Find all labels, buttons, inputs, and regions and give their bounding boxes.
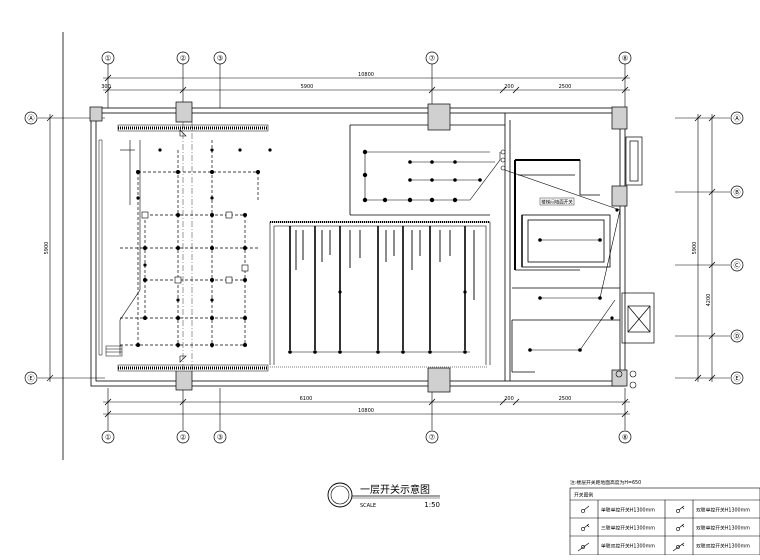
column-marker — [615, 370, 623, 378]
right-zone-fixtures — [528, 208, 619, 352]
column-marker — [629, 370, 637, 378]
legend-switch-icons — [577, 505, 685, 552]
double-switch-icon — [681, 524, 685, 528]
axis-label-bottom-3: ③ — [217, 434, 223, 442]
column-marker — [629, 381, 637, 389]
top-axis-ticks — [104, 74, 629, 94]
stair-up-arrow — [179, 129, 187, 137]
axis-label-bottom-1: ① — [105, 434, 111, 442]
double-two-way-switch-icon — [676, 545, 680, 549]
dim-top-a: 5900 — [301, 84, 314, 90]
right-axis-bubbles: Ⓐ Ⓑ Ⓒ Ⓓ Ⓔ — [730, 111, 744, 385]
dim-top-left: 300 — [101, 84, 111, 90]
dim-bottom-c: 2500 — [559, 396, 572, 402]
right-zone-note: 楼梯间墙面开关 — [539, 197, 575, 206]
axis-label-top-2: ② — [180, 55, 186, 63]
single-switch-icon — [583, 505, 590, 511]
upper-room-circuit — [364, 151, 501, 201]
dim-right-b: 4200 — [706, 294, 712, 307]
left-hall-boxes — [141, 211, 249, 284]
room-note-label: 楼梯间墙面开关 — [541, 199, 573, 206]
double-switch-icon — [676, 509, 680, 513]
legend-note: 注:楼层开关距地面高度为H=650 — [570, 479, 641, 486]
right-zone-walls — [515, 159, 611, 271]
axis-label-left-e: Ⓔ — [28, 375, 35, 383]
dim-bottom-b: 200 — [504, 396, 514, 402]
axis-label-top-1: ① — [105, 55, 111, 63]
single-switch-icon — [581, 509, 585, 513]
axis-label-right-a: Ⓐ — [734, 115, 741, 123]
axis-label-bottom-8: ⑧ — [622, 434, 628, 442]
triple-switch-icon — [583, 523, 590, 529]
dim-top-total: 10800 — [358, 72, 374, 78]
axis-label-right-b: Ⓑ — [734, 189, 741, 197]
exterior-unit-elevator — [621, 292, 655, 344]
double-switch-icon — [681, 506, 685, 510]
axis-label-right-e: Ⓔ — [734, 375, 741, 383]
legend-row-3-left: 单联双控开关H1300mm — [601, 543, 655, 550]
dim-top-c: 2500 — [559, 84, 572, 90]
entrance-stair — [105, 345, 123, 357]
axis-label-left-a: Ⓐ — [28, 115, 35, 123]
centerline — [182, 122, 193, 372]
upper-room-spots — [362, 149, 482, 203]
two-way-switch-icon — [577, 542, 590, 552]
scale-label: SCALE — [360, 503, 376, 509]
building-walls — [90, 107, 626, 387]
store-fixtures — [288, 290, 467, 354]
axis-label-top-8: ⑧ — [622, 55, 628, 63]
axis-label-bottom-2: ② — [180, 434, 186, 442]
upper-room-switches — [500, 149, 506, 171]
bottom-axis-ticks — [104, 398, 629, 418]
dim-bottom-a: 6100 — [300, 396, 313, 402]
axis-label-top-3: ③ — [217, 55, 223, 63]
dim-bottom-total: 10800 — [358, 408, 374, 414]
double-switch-icon — [678, 505, 685, 511]
left-hall-wiring — [119, 140, 141, 355]
axis-label-bottom-7: ⑦ — [429, 434, 435, 442]
structural-columns — [89, 101, 628, 393]
left-window — [98, 139, 103, 356]
two-way-switch-icon — [581, 545, 585, 549]
top-axis-bubbles: ① ② ③ ⑦ ⑧ — [101, 51, 632, 65]
axis-label-right-c: Ⓒ — [734, 262, 741, 270]
bottom-axis-bubbles: ① ② ③ ⑦ ⑧ — [101, 430, 632, 444]
dim-top-b: 200 — [504, 84, 514, 90]
triple-switch-icon — [586, 524, 590, 528]
top-axis — [103, 64, 630, 108]
scale-value: 1:50 — [424, 501, 440, 509]
store-shelves — [289, 226, 466, 350]
right-axis — [675, 114, 730, 382]
legend-row-2-left: 三联单控开关H1300mm — [601, 525, 655, 532]
stair-down-arrow — [179, 355, 187, 363]
legend-header: 开关图例 — [574, 492, 593, 499]
triple-switch-icon — [581, 527, 585, 531]
axis-label-right-d: Ⓓ — [734, 333, 741, 341]
title-circle-inner — [330, 485, 350, 505]
title-circle-outer — [327, 482, 353, 508]
double-switch-icon — [678, 523, 685, 529]
store-outline — [269, 221, 491, 365]
drawing-title: 一层开关示意图 — [360, 483, 430, 496]
axis-label-top-7: ⑦ — [429, 55, 435, 63]
double-switch-icon — [676, 527, 680, 531]
dim-left-total: 5900 — [44, 242, 50, 255]
exterior-unit-top — [625, 136, 643, 186]
legend-row-3-right: 双联双控开关H1300mm — [696, 543, 750, 550]
double-two-way-switch-icon — [681, 543, 685, 547]
drawing-title-block: 一层开关示意图 SCALE 1:50 — [327, 482, 440, 509]
dim-right-total: 5900 — [692, 242, 698, 255]
right-axis-ticks — [694, 114, 716, 382]
bottom-axis — [103, 388, 630, 430]
left-hall-circuits — [120, 140, 260, 350]
legend-row-2-right: 双联单控开关H1300mm — [696, 525, 750, 532]
legend-row-1-right: 双联单控开关H1300mm — [696, 507, 750, 514]
store-shelf-stubs — [295, 230, 475, 300]
legend-row-1-left: 单联单控开关H1300mm — [601, 507, 655, 514]
